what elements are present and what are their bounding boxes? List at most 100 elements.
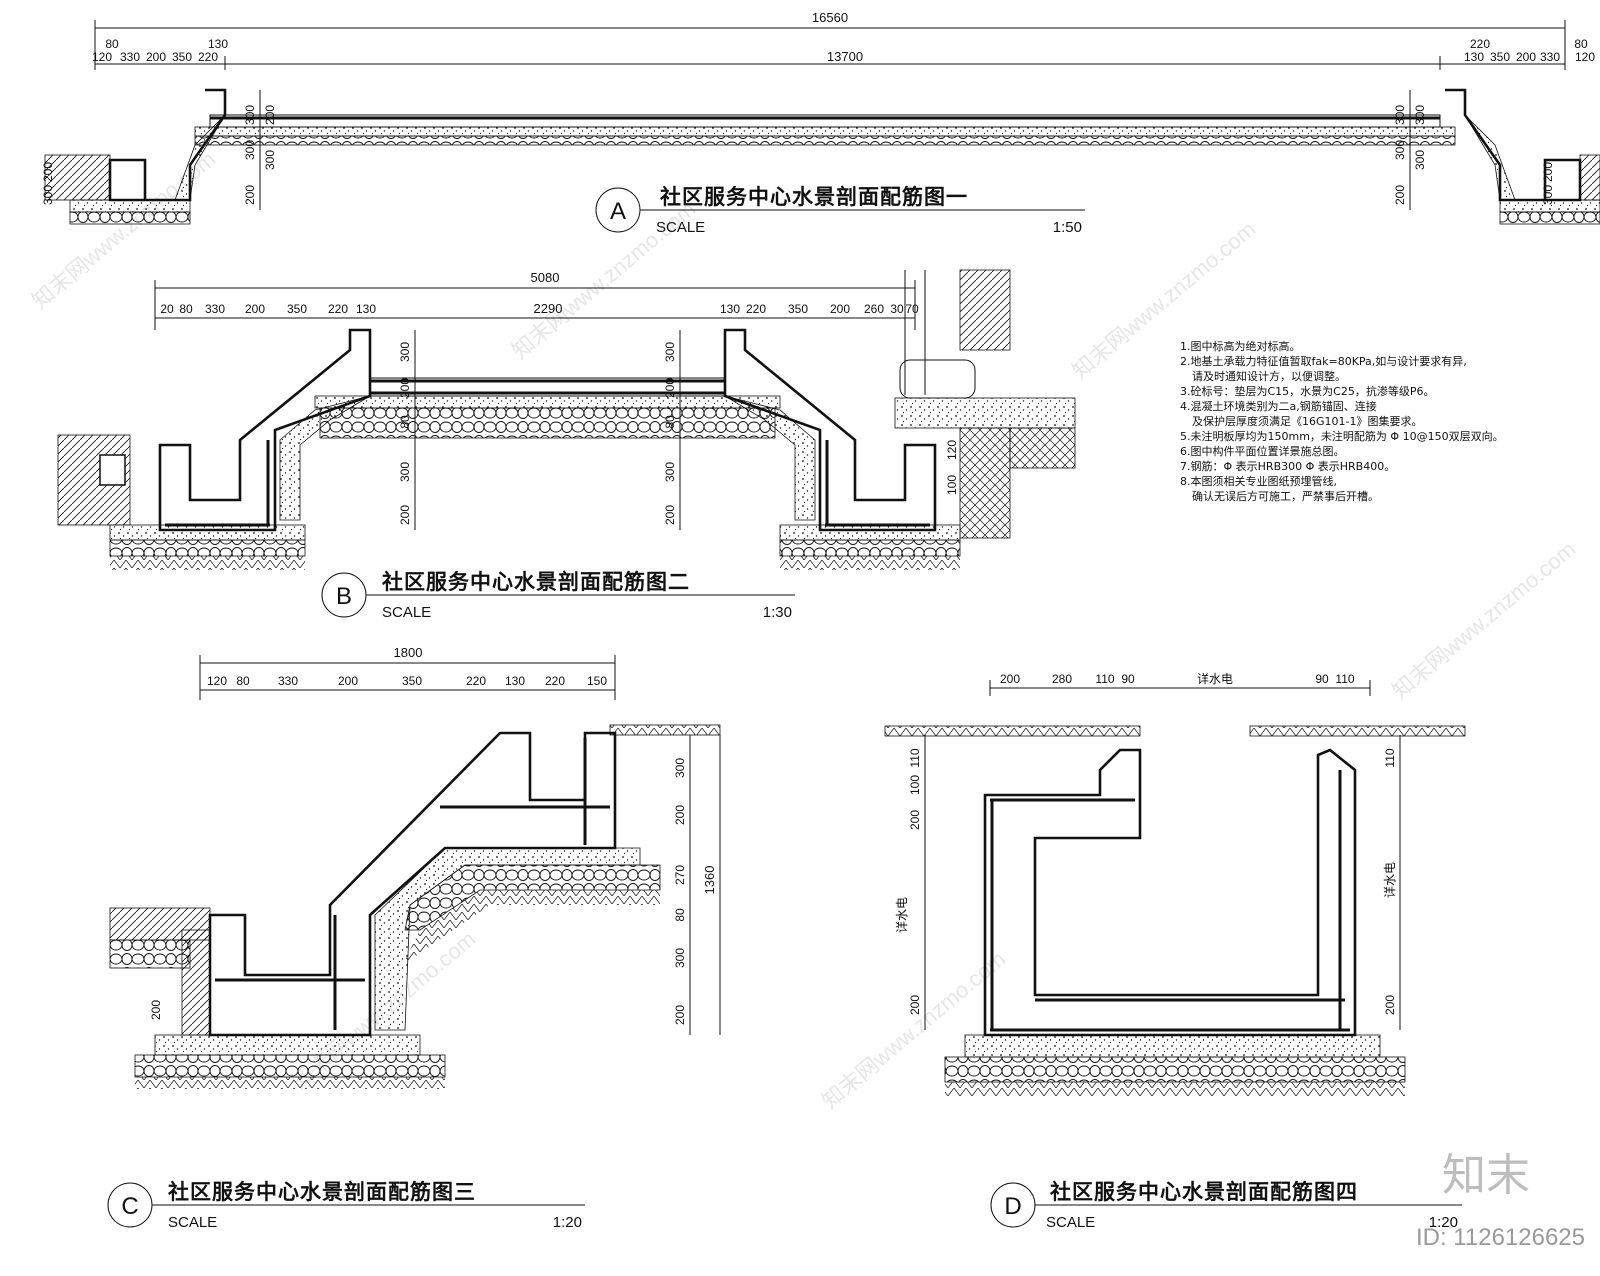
- dim-label: 详水电: [894, 897, 909, 933]
- dim-label: 260: [864, 302, 884, 316]
- dim-label: 330: [278, 674, 298, 688]
- dim-label: 100: [945, 475, 959, 495]
- watermark-logo: 知末: [1442, 1150, 1530, 1201]
- dim-label: 200: [245, 302, 265, 316]
- note-line: 7.钢筋：Φ 表示HRB300 Φ 表示HRB400。: [1180, 459, 1395, 473]
- dim-label: 330: [1540, 50, 1560, 64]
- dim-label: 详水电: [1197, 671, 1233, 686]
- dim-label: 1800: [394, 645, 423, 660]
- dim-label: 16560: [812, 10, 848, 25]
- note-line: 6.图中构件平面位置详景施总图。: [1180, 444, 1345, 458]
- dim-label: 90: [1315, 672, 1329, 686]
- dim-label: 200: [243, 185, 257, 205]
- note-line: 确认无误后方可施工，严禁事后开槽。: [1192, 489, 1379, 503]
- dim-label: 200: [1383, 995, 1397, 1015]
- dim-label: 300: [398, 342, 412, 362]
- note-line: 3.砼标号：垫层为C15，水景为C25，抗渗等级P6。: [1180, 384, 1434, 398]
- dim-label: 200: [149, 1000, 163, 1020]
- dim-label: 80: [236, 674, 250, 688]
- scale-label: SCALE: [382, 604, 431, 621]
- dim-label: 330: [120, 50, 140, 64]
- dim-label: 200: [673, 805, 687, 825]
- dim-label: 350: [788, 302, 808, 316]
- note-line: 2.地基土承载力特征值暂取fak=80KPa,如与设计要求有异,: [1180, 354, 1467, 368]
- dim-label: 300: [663, 342, 677, 362]
- section-title: 社区服务中心水景剖面配筋图四: [1049, 1180, 1358, 1204]
- dim-label: 220: [198, 50, 218, 64]
- note-line: 请及时通知设计方，以便调整。: [1192, 369, 1346, 383]
- dim-label: 详水电: [1382, 862, 1397, 898]
- dim-label: 13700: [827, 49, 863, 64]
- dim-label: 100: [908, 775, 922, 795]
- dim-label: 220: [545, 674, 565, 688]
- dim-label: 200: [1541, 162, 1555, 182]
- section-marker-letter: A: [610, 198, 626, 225]
- dim-label: 200: [1000, 672, 1020, 686]
- section-marker-letter: D: [1004, 1193, 1021, 1220]
- dim-label: 350: [1490, 50, 1510, 64]
- dim-label: 200: [398, 505, 412, 525]
- dim-label: 200: [338, 674, 358, 688]
- dim-label: 130: [1464, 50, 1484, 64]
- dim-label: 110: [1383, 748, 1397, 767]
- scale-ratio: 1:20: [553, 1214, 582, 1231]
- dim-label: 120: [92, 50, 112, 64]
- watermark-layer: 知末网www.znzmo.com 知末网www.znzmo.com 知末网www…: [27, 146, 1580, 1114]
- note-line: 1.图中标高为绝对标高。: [1180, 339, 1301, 353]
- dim-label: 300: [1413, 150, 1427, 170]
- dim-label: 200: [1516, 50, 1536, 64]
- note-line: 8.本图须相关专业图纸预埋管线,: [1180, 474, 1337, 488]
- section-a: 16560 13700 80 130 120 330 200 350 220 2…: [41, 10, 1600, 236]
- section-d: 200 280 110 90 详水电 90 110 110 100 200 详水…: [884, 671, 1466, 1231]
- dim-label: 110: [908, 748, 922, 767]
- dim-label: 150: [587, 674, 607, 688]
- section-marker-letter: B: [336, 583, 352, 610]
- dim-label: 1360: [702, 866, 717, 895]
- section-marker-letter: C: [121, 1193, 138, 1220]
- dim-label: 20: [160, 302, 174, 316]
- scale-ratio: 1:50: [1053, 219, 1082, 236]
- dim-label: 270: [673, 865, 687, 885]
- dim-label: 300: [263, 150, 277, 170]
- dim-label: 200: [830, 302, 850, 316]
- dim-label: 300: [398, 462, 412, 482]
- dim-label: 110: [1335, 672, 1354, 686]
- section-c: 1800 120 80 330 200 350 220 130 220 150 …: [107, 645, 721, 1231]
- dim-label: 200: [908, 995, 922, 1015]
- watermark-id: ID: 1126126625: [1416, 1224, 1585, 1251]
- scale-label: SCALE: [656, 219, 705, 236]
- dim-label: 130: [356, 302, 376, 316]
- scale-ratio: 1:20: [1429, 1214, 1458, 1231]
- watermark-text: 知末网www.znzmo.com: [1387, 536, 1580, 704]
- dim-label: 300: [673, 948, 687, 968]
- dim-label: 120: [207, 674, 227, 688]
- dim-label: 2290: [534, 301, 563, 316]
- scale-ratio: 1:30: [763, 604, 792, 621]
- dim-label: 120: [945, 440, 959, 460]
- dim-label: 200: [146, 50, 166, 64]
- design-notes: 1.图中标高为绝对标高。 2.地基土承载力特征值暂取fak=80KPa,如与设计…: [1180, 339, 1504, 503]
- section-title: 社区服务中心水景剖面配筋图一: [659, 185, 968, 209]
- dim-label: 70: [905, 302, 919, 316]
- dim-label: 80: [673, 908, 687, 922]
- section-b: 5080 20 80 330 200 350 220 130 2290 130 …: [57, 269, 1076, 621]
- dim-label: 110: [1095, 672, 1114, 686]
- dim-label: 350: [402, 674, 422, 688]
- dim-label: 200: [673, 1005, 687, 1025]
- dim-label: 220: [1470, 37, 1490, 51]
- note-line: 5.未注明板厚均为150mm，未注明配筋为 Φ 10@150双层双向。: [1180, 429, 1504, 443]
- dim-label: 280: [1052, 672, 1072, 686]
- dim-label: 330: [205, 302, 225, 316]
- scale-label: SCALE: [1046, 1214, 1095, 1231]
- dim-label: 350: [287, 302, 307, 316]
- note-line: 及保护层厚度须满足《16G101-1》图集要求。: [1192, 414, 1422, 428]
- dim-label: 220: [746, 302, 766, 316]
- dim-label: 350: [172, 50, 192, 64]
- dim-label: 120: [1575, 50, 1595, 64]
- dim-label: 200: [908, 810, 922, 830]
- dim-label: 90: [1121, 672, 1135, 686]
- dim-label: 80: [105, 37, 119, 51]
- note-line: 4.混凝土环境类别为二a,钢筋锚固、连接: [1180, 399, 1377, 413]
- dim-label: 220: [328, 302, 348, 316]
